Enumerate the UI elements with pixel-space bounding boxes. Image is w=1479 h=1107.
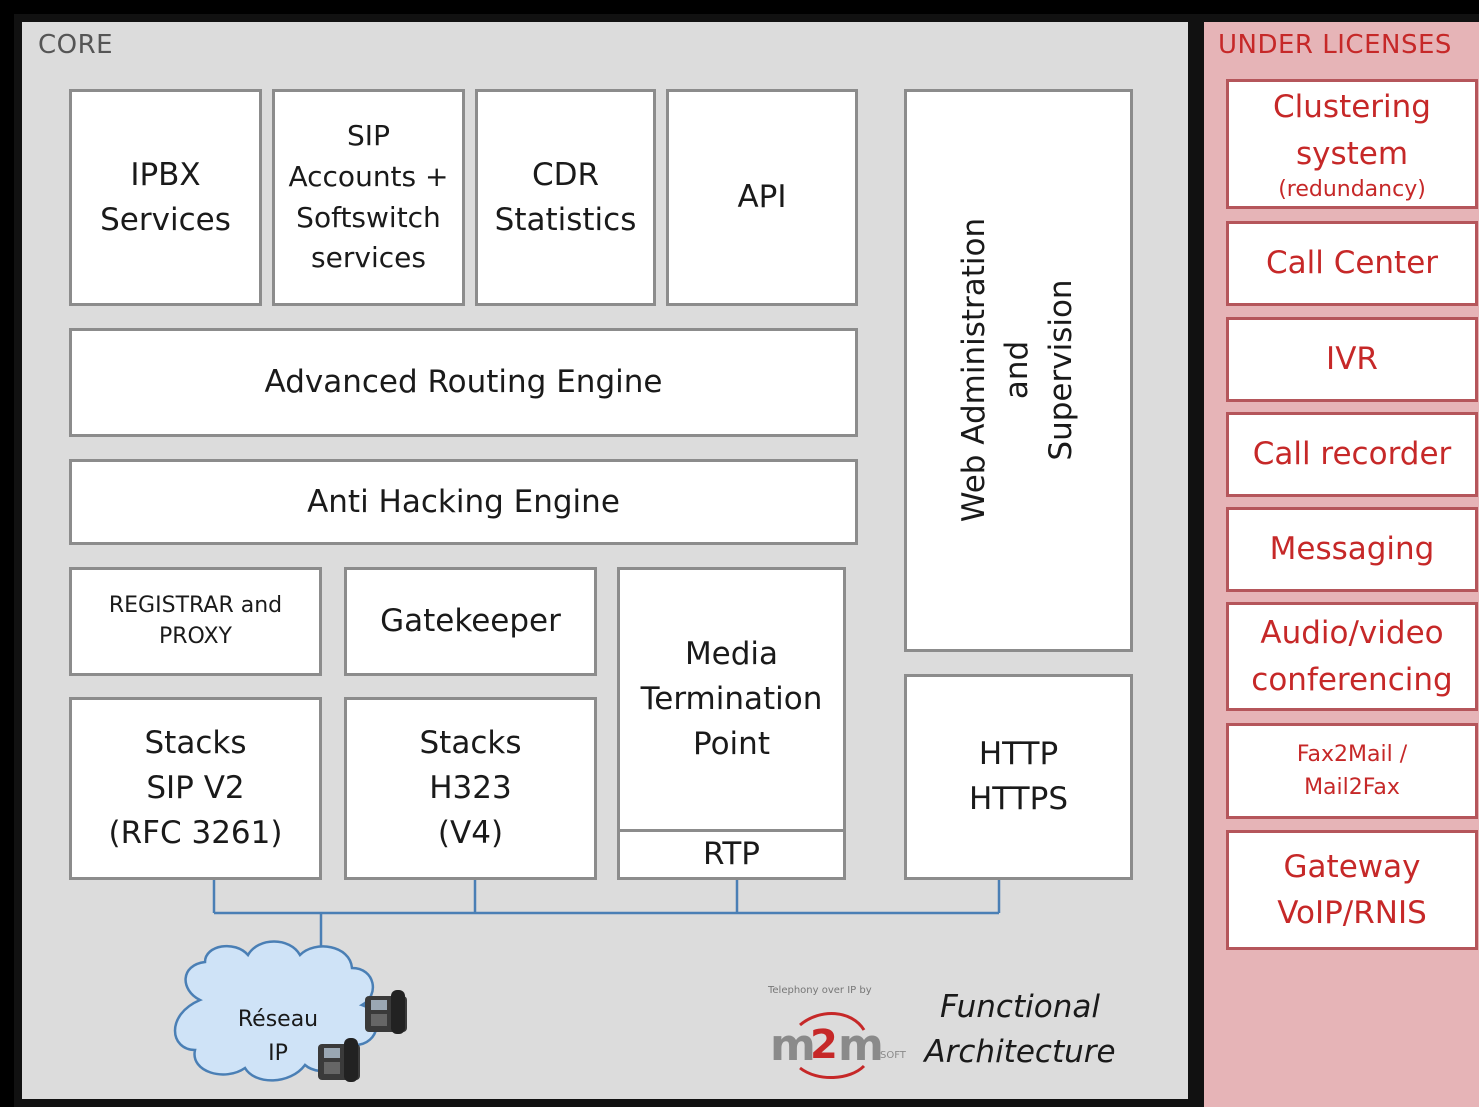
anti-hacking-engine-box: Anti Hacking Engine <box>69 459 858 545</box>
web-administration-box <box>904 89 1133 652</box>
logo-tagline: Telephony over IP by <box>768 985 872 996</box>
svg-text:m: m <box>770 1020 816 1071</box>
rtp-box: RTP <box>617 829 846 880</box>
http-https-box: HTTP HTTPS <box>904 674 1133 880</box>
registrar-proxy-box: REGISTRAR and PROXY <box>69 567 322 676</box>
license-item-gateway: Gateway VoIP/RNIS <box>1226 830 1478 950</box>
m2m-logo-icon: m 2 m SOFT <box>770 1012 907 1080</box>
sip-accounts-box: SIP Accounts + Softswitch services <box>272 89 465 306</box>
advanced-routing-engine-box: Advanced Routing Engine <box>69 328 858 437</box>
media-termination-point-box: Media Termination Point <box>617 567 846 832</box>
svg-text:2: 2 <box>810 1022 838 1068</box>
phone-icon <box>365 990 407 1034</box>
license-item-call-center: Call Center <box>1226 221 1478 306</box>
api-box: API <box>666 89 858 306</box>
license-item-conferencing: Audio/video conferencing <box>1226 602 1478 711</box>
phone-icon <box>318 1038 360 1082</box>
svg-text:m: m <box>838 1020 884 1071</box>
gatekeeper-box: Gatekeeper <box>344 567 597 676</box>
stacks-sip-box: Stacks SIP V2 (RFC 3261) <box>69 697 322 880</box>
ipbx-services-box: IPBX Services <box>69 89 262 306</box>
license-item-messaging: Messaging <box>1226 507 1478 592</box>
license-item-clustering: Clustering system(redundancy) <box>1226 79 1478 209</box>
network-label: Réseau IP <box>237 1007 319 1067</box>
license-item-fax2mail: Fax2Mail / Mail2Fax <box>1226 723 1478 819</box>
connector-lines <box>212 880 1001 980</box>
svg-text:SOFT: SOFT <box>880 1050 907 1061</box>
licenses-label: UNDER LICENSES <box>1218 30 1452 60</box>
core-label: CORE <box>38 30 114 60</box>
license-item-call-recorder: Call recorder <box>1226 412 1478 497</box>
stacks-h323-box: Stacks H323 (V4) <box>344 697 597 880</box>
license-item-ivr: IVR <box>1226 317 1478 402</box>
footer-title: Functional Architecture <box>924 989 1116 1070</box>
cdr-statistics-box: CDR Statistics <box>475 89 656 306</box>
